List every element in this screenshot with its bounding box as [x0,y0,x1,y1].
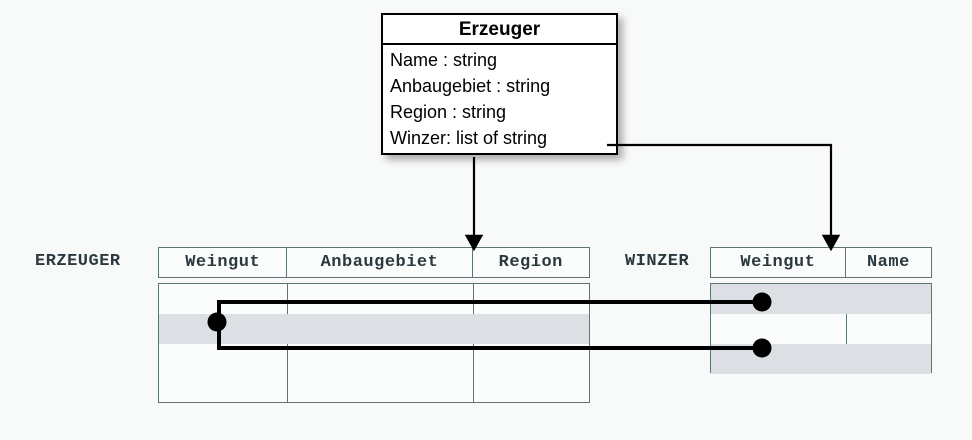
arrow-winzer-attr-to-winzer-table [607,143,841,252]
column-divider [846,284,847,372]
column-header-name: Name [866,253,910,272]
uml-attribute-list: Name : string Anbaugebiet : string Regio… [383,45,616,151]
table-row[interactable] [159,284,589,314]
column-header-weingut: Weingut [711,248,846,277]
table-row[interactable] [159,314,589,344]
table-row[interactable] [159,344,589,374]
uml-class-title: Erzeuger [383,15,616,45]
table-body-winzer [710,283,932,374]
table-row[interactable] [711,344,931,374]
table-label-winzer: WINZER [625,252,690,271]
table-row[interactable] [711,284,931,314]
column-header-region: Region [498,253,563,272]
column-header-weingut: Weingut [159,248,288,277]
table-header-erzeuger: Weingut Anbaugebiet Region [158,247,590,278]
uml-attribute: Name : string [390,50,498,70]
table-row[interactable] [711,314,931,344]
uml-attribute: Anbaugebiet : string [390,76,551,96]
column-header-anbaugebiet: Anbaugebiet [287,248,473,277]
uml-attribute: Winzer: list of string [390,128,548,148]
table-body-erzeuger [158,283,590,403]
table-label-erzeuger: ERZEUGER [35,252,121,271]
uml-attribute: Region : string [390,102,507,122]
table-header-winzer: Weingut Name [710,247,932,278]
uml-class-erzeuger: Erzeuger Name : string Anbaugebiet : str… [381,13,618,155]
table-row[interactable] [159,374,589,404]
